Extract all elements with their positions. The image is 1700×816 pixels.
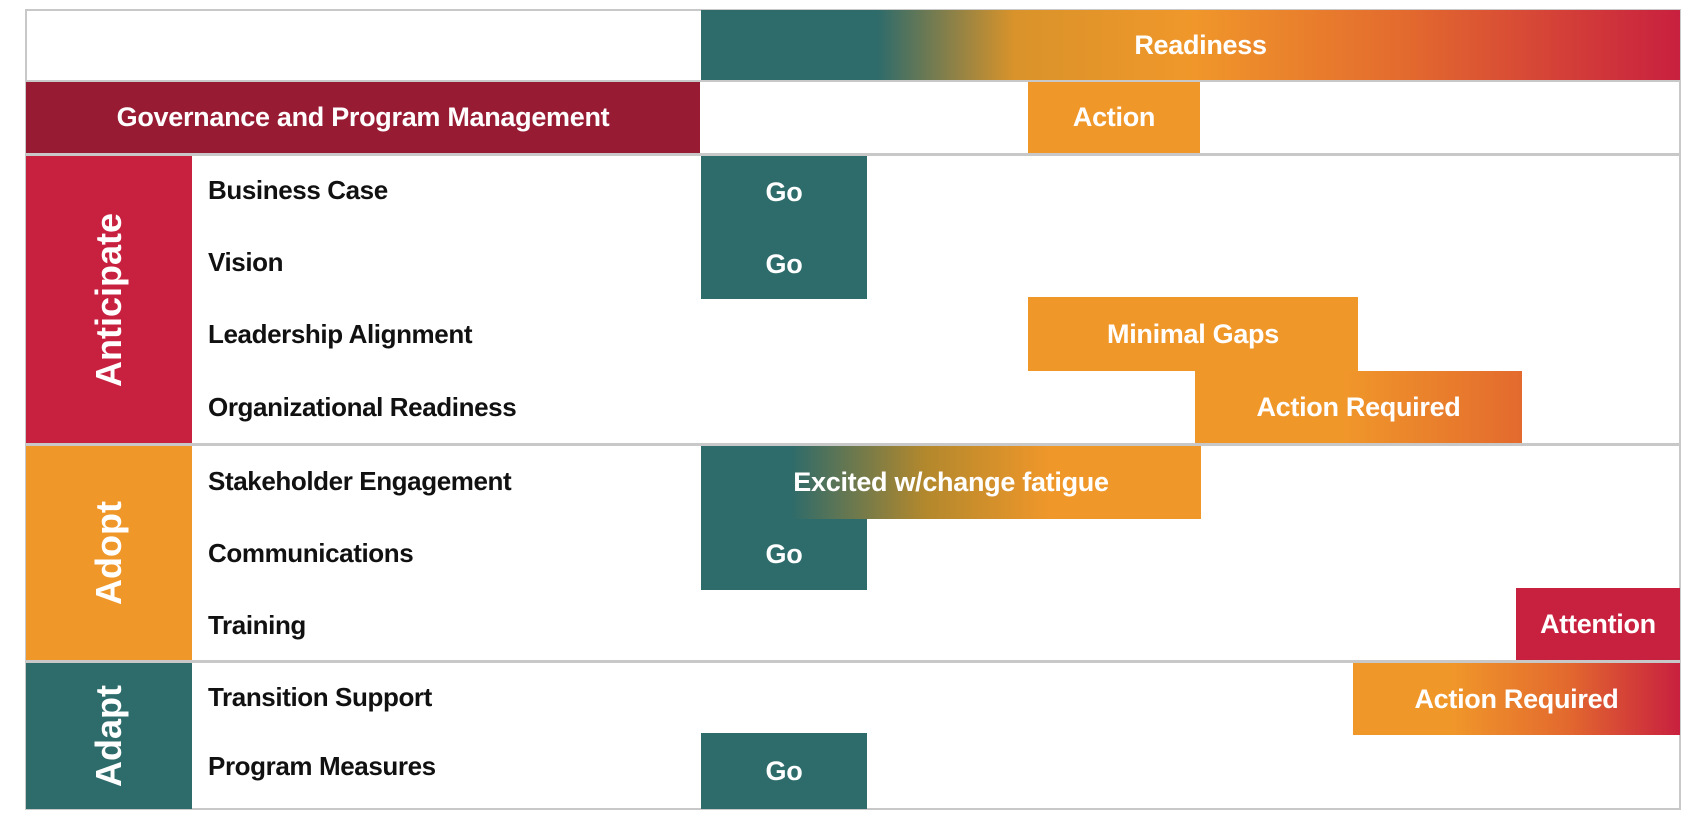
governance-status-action: Action — [1028, 82, 1200, 153]
row-label-business-case: Business Case — [208, 175, 388, 205]
governance-divider — [25, 153, 1681, 156]
section-adapt: Adapt — [26, 663, 192, 809]
section-adopt: Adopt — [26, 446, 192, 660]
row-label-communications: Communications — [208, 538, 414, 568]
adopt-divider — [25, 660, 1681, 663]
status-stakeholder-engagement: Excited w/change fatigue — [701, 446, 1201, 519]
status-organizational-readiness: Action Required — [1195, 371, 1522, 443]
status-leadership-alignment: Minimal Gaps — [1028, 297, 1358, 371]
row-label-transition-support: Transition Support — [208, 682, 432, 712]
section-label-adapt: Adapt — [88, 685, 129, 787]
row-label-training: Training — [208, 610, 306, 640]
section-label-adopt: Adopt — [88, 501, 129, 605]
section-anticipate: Anticipate — [26, 156, 192, 443]
row-label-vision: Vision — [208, 247, 284, 277]
governance-bar: Governance and Program Management — [26, 82, 700, 153]
row-label-stakeholder-engagement: Stakeholder Engagement — [208, 466, 512, 496]
readiness-label: Readiness — [1134, 29, 1267, 60]
status-program-measures: Go — [701, 733, 867, 809]
row-label-leadership-alignment: Leadership Alignment — [208, 319, 473, 349]
status-communications: Go — [701, 519, 867, 590]
governance-label: Governance and Program Management — [116, 102, 610, 132]
row-label-organizational-readiness: Organizational Readiness — [208, 392, 517, 422]
status-transition-support: Action Required — [1353, 663, 1680, 735]
row-label-program-measures: Program Measures — [208, 751, 436, 781]
status-training: Attention — [1516, 588, 1680, 660]
header-divider — [25, 80, 1681, 82]
section-label-anticipate: Anticipate — [88, 212, 129, 387]
status-business-case: Go — [701, 156, 867, 229]
readiness-header: Readiness — [701, 10, 1680, 80]
anticipate-divider — [25, 443, 1681, 446]
status-vision: Go — [701, 229, 867, 299]
